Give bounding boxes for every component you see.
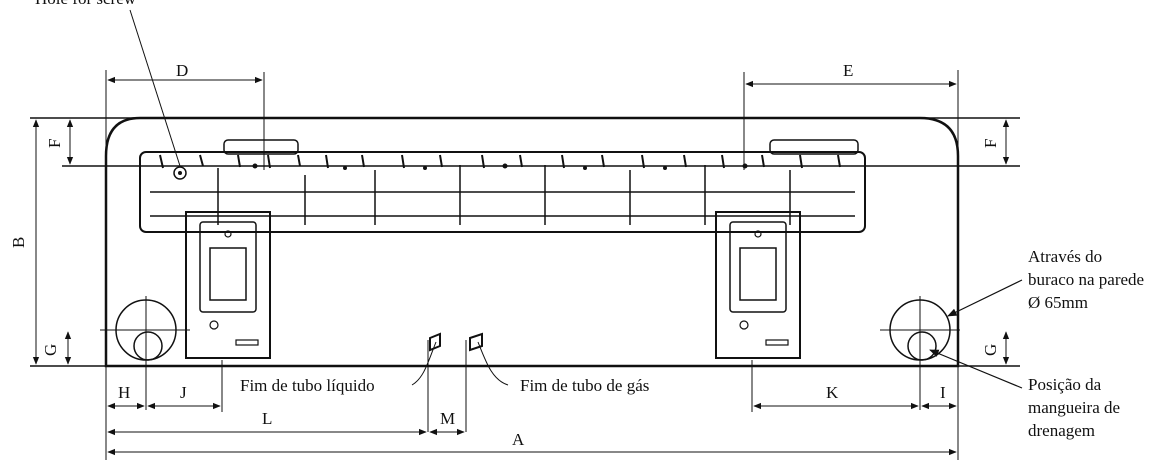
dim-label-b: B: [9, 237, 28, 248]
dim-label-j: J: [180, 383, 187, 402]
right-wall-hole: [880, 296, 960, 410]
left-hanger-bracket: [185, 211, 271, 359]
dim-label-e: E: [843, 61, 853, 80]
screw-hole-leader: [129, 9, 181, 167]
drain-label-line1: Posição da: [1028, 375, 1102, 394]
left-wall-hole: [100, 296, 190, 410]
dim-label-f-right: F: [981, 139, 1000, 148]
dim-label-k: K: [826, 383, 839, 402]
dim-label-a: A: [512, 430, 525, 449]
top-label: Hole for screw: [35, 0, 137, 8]
mounting-plate: [139, 139, 866, 233]
dim-label-d: D: [176, 61, 188, 80]
liquid-pipe-leader: [411, 341, 437, 386]
dim-label-m: M: [440, 409, 455, 428]
gas-pipe-label: Fim de tubo de gás: [520, 376, 649, 395]
dim-label-i: I: [940, 383, 946, 402]
dim-label-g-left: G: [41, 344, 60, 356]
drain-hose-leader: [929, 349, 1023, 389]
gas-pipe-leader: [477, 341, 509, 386]
dim-label-f-left: F: [45, 139, 64, 148]
wall-hole-label-line2: buraco na parede: [1028, 270, 1144, 289]
liquid-pipe-label: Fim de tubo líquido: [240, 376, 375, 395]
dim-label-l: L: [262, 409, 272, 428]
drain-label-line3: drenagem: [1028, 421, 1095, 440]
drain-label-line2: mangueira de: [1028, 398, 1120, 417]
dimension-lines: [32, 76, 1010, 456]
dim-label-g-right: G: [981, 344, 1000, 356]
indoor-unit-outline: [104, 116, 960, 368]
wall-hole-label-line3: Ø 65mm: [1028, 293, 1088, 312]
dim-label-h: H: [118, 383, 130, 402]
right-hanger-bracket: [715, 211, 801, 359]
wall-hole-leader: [947, 279, 1023, 317]
wall-hole-label-line1: Através do: [1028, 247, 1102, 266]
pipe-end-symbols: [427, 332, 483, 432]
